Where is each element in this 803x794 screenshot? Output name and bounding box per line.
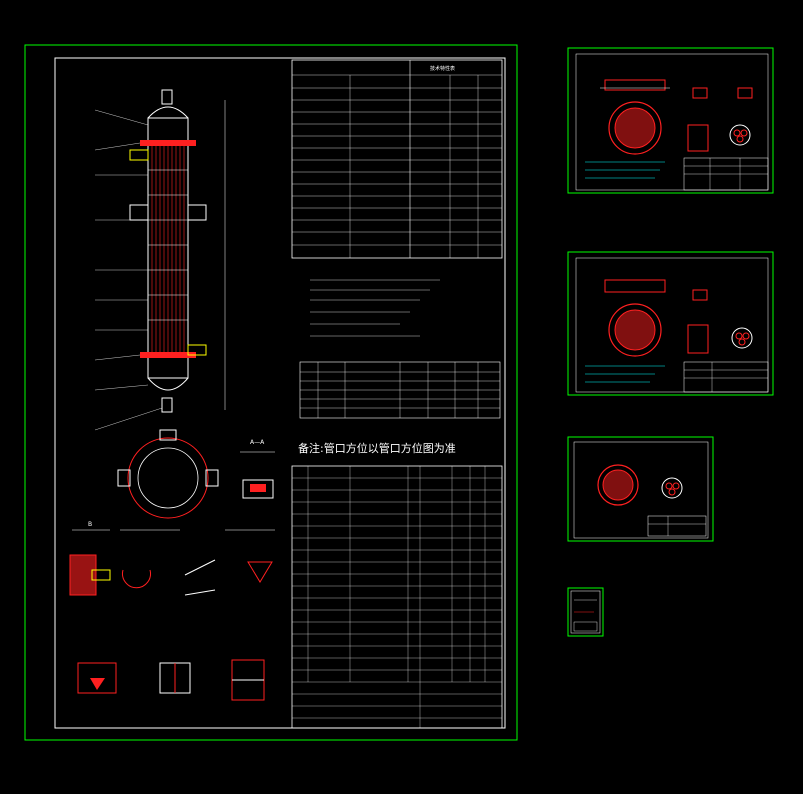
shell-body: [147, 117, 189, 379]
section-aa-view: [117, 429, 219, 519]
nozzle-orientation-note: 备注:管口方位以管口方位图为准: [298, 441, 456, 455]
support-lug-left: [129, 204, 148, 221]
parts-list-table: [291, 465, 503, 729]
shell-inlet-nozzle: [129, 149, 149, 161]
section-nozzle-left: [117, 469, 131, 487]
section-nozzle-top: [159, 429, 177, 441]
sheet-2: [567, 47, 774, 194]
bottom-head: [147, 377, 189, 391]
detail-aa-rotate: A—A: [240, 439, 275, 499]
section-nozzle-right: [205, 469, 219, 487]
support-lug-right: [188, 204, 207, 221]
bottom-nozzle: [161, 397, 173, 413]
sheet-4: [567, 436, 714, 542]
main-sheet-border: [54, 57, 506, 729]
section-b-label: B: [88, 521, 92, 528]
detail-b-band: B: [72, 521, 275, 531]
tech-table-header: 技术特性表: [430, 65, 455, 72]
shell-outlet-nozzle: [187, 344, 207, 356]
sheet-5: [567, 587, 604, 637]
baffles: [148, 169, 188, 321]
heat-exchanger-elevation: [94, 89, 226, 431]
section-shell-inner: [137, 447, 199, 509]
leader-lines: [94, 109, 163, 431]
top-head: [147, 106, 189, 119]
outer-frame: [24, 44, 518, 741]
detail-row-1: [69, 554, 273, 596]
section-shell-outer: [127, 437, 209, 519]
section-aa-label: A—A: [250, 439, 265, 446]
detail-row-2: [77, 659, 265, 701]
top-tubesheet: [140, 140, 196, 146]
top-nozzle: [161, 89, 173, 105]
notes-block: [310, 279, 440, 337]
tube-bundle: [151, 146, 185, 352]
sheet-3: [567, 251, 774, 396]
tech-table: 技术特性表: [291, 59, 503, 259]
standard-parts-table: [299, 361, 501, 419]
bottom-tubesheet: [140, 352, 196, 358]
